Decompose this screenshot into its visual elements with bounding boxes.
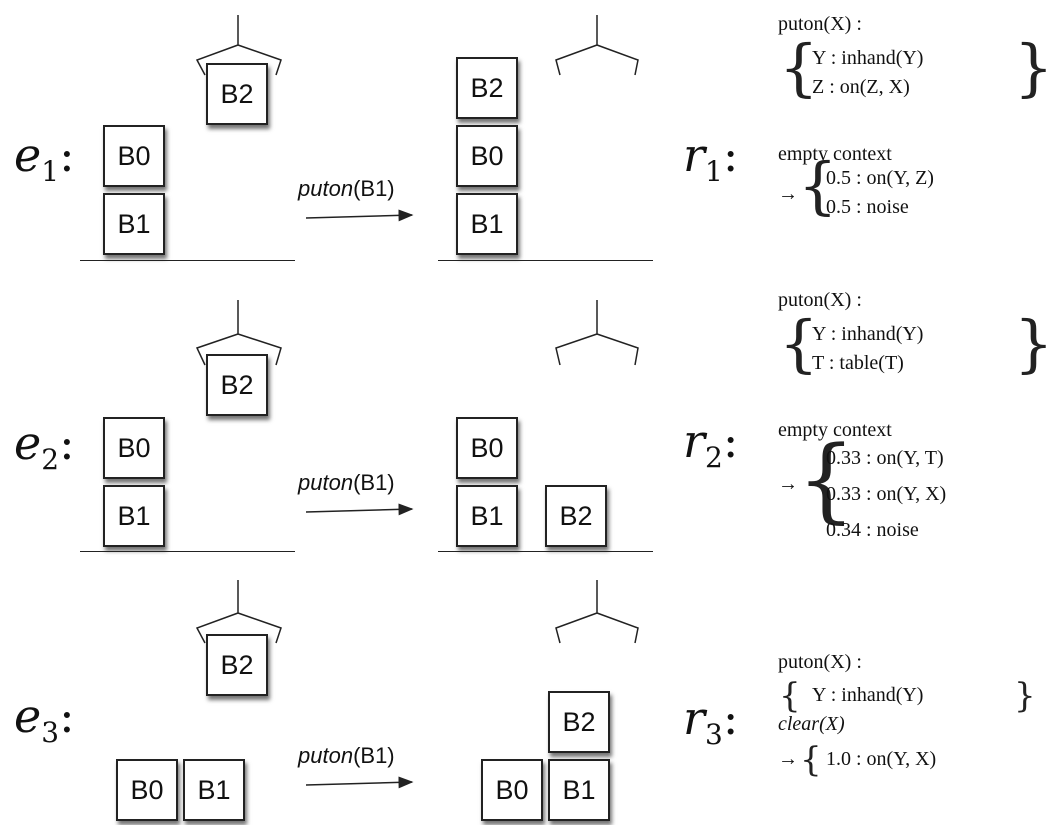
rule-outcome: 0.34 : noise <box>826 519 919 541</box>
left-brace: { <box>798 149 838 222</box>
rule-arrow: → <box>778 473 798 495</box>
right-brace: } <box>1014 31 1050 104</box>
block: B0 <box>456 417 518 479</box>
block: B2 <box>545 485 607 547</box>
episode-label: e3: <box>14 689 75 749</box>
gripper-icon <box>195 15 282 76</box>
gripper-icon <box>195 580 282 644</box>
table-surface <box>438 260 653 261</box>
gripper-icon <box>195 300 282 366</box>
rule-context: empty context <box>778 143 892 165</box>
table-surface <box>80 551 295 552</box>
block: B0 <box>116 759 178 821</box>
rule-outcome: 0.5 : on(Y, Z) <box>826 167 934 189</box>
gripper-icon <box>555 300 639 366</box>
right-brace: } <box>1014 676 1036 716</box>
block: B1 <box>456 193 518 255</box>
rule-arrow: → <box>778 748 798 770</box>
left-brace: { <box>800 740 822 780</box>
held-block: B2 <box>206 634 268 696</box>
block: B1 <box>103 193 165 255</box>
episode-label: e1: <box>14 128 75 188</box>
rule-deictic: Y : inhand(Y) <box>812 47 924 69</box>
block: B1 <box>548 759 610 821</box>
left-brace: { <box>779 676 801 716</box>
rule-context: clear(X) <box>778 713 845 735</box>
gripper-icon <box>555 15 639 76</box>
block: B0 <box>103 417 165 479</box>
rule-outcome: 1.0 : on(Y, X) <box>826 748 937 770</box>
block: B0 <box>456 125 518 187</box>
action-label: puton(B1) <box>298 743 395 768</box>
gripper-icon <box>555 580 639 644</box>
rule-head: puton(X) : <box>778 13 862 35</box>
block: B2 <box>548 691 610 753</box>
rule-head: puton(X) : <box>778 289 862 311</box>
block: B1 <box>183 759 245 821</box>
rule-outcome: 0.5 : noise <box>826 196 909 218</box>
held-block: B2 <box>206 63 268 125</box>
block: B1 <box>456 485 518 547</box>
left-brace: { <box>779 31 819 104</box>
left-brace: { <box>797 426 856 533</box>
table-surface <box>438 551 653 552</box>
rule-outcome: 0.33 : on(Y, X) <box>826 483 947 505</box>
block: B1 <box>103 485 165 547</box>
rule-label: r1: <box>683 128 739 188</box>
table-surface <box>80 260 295 261</box>
right-brace: } <box>1014 307 1050 380</box>
block: B0 <box>103 125 165 187</box>
rule-head: puton(X) : <box>778 651 862 673</box>
rule-deictic: Z : on(Z, X) <box>812 76 910 98</box>
left-brace: { <box>779 307 819 380</box>
action-label: puton(B1) <box>298 176 395 201</box>
action-label: puton(B1) <box>298 470 395 495</box>
action-arrow <box>305 209 414 222</box>
action-arrow <box>305 503 414 516</box>
episode-label: e2: <box>14 416 75 476</box>
block: B2 <box>456 57 518 119</box>
rule-deictic: Y : inhand(Y) <box>812 684 924 706</box>
rule-arrow: → <box>778 183 798 205</box>
rule-deictic: Y : inhand(Y) <box>812 323 924 345</box>
rule-outcome: 0.33 : on(Y, T) <box>826 447 944 469</box>
rule-label: r3: <box>683 691 739 751</box>
held-block: B2 <box>206 354 268 416</box>
rule-deictic: T : table(T) <box>812 352 904 374</box>
rule-context: empty context <box>778 419 892 441</box>
block: B0 <box>481 759 543 821</box>
action-arrow <box>305 776 414 789</box>
rule-label: r2: <box>683 414 739 474</box>
